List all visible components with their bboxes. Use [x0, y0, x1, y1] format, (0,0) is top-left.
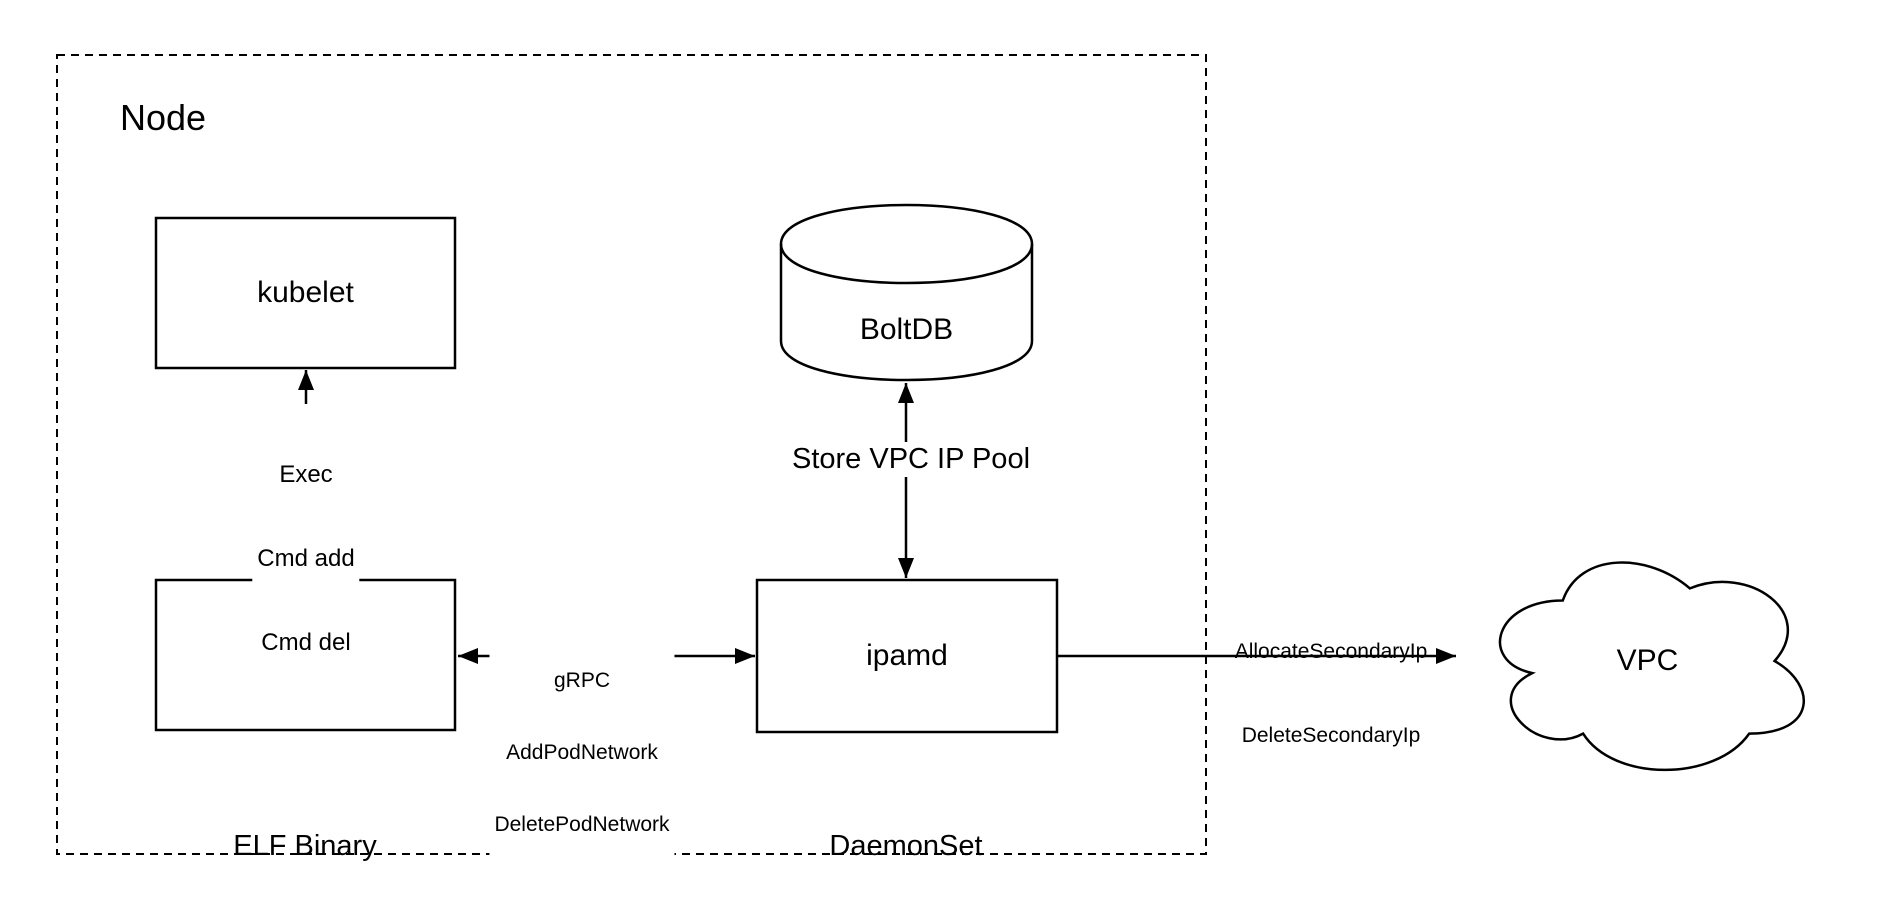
ipamd-box: [755, 578, 1059, 734]
edge-label-line: DeleteSecondaryIp: [1241, 724, 1421, 747]
edge-label-line: Cmd del: [261, 629, 351, 656]
kubelet-label: kubelet: [257, 276, 354, 309]
edge-label-line: gRPC: [553, 669, 611, 692]
edge-label-line: Exec: [279, 461, 333, 488]
kubelet-box: [154, 216, 457, 370]
cnivpc-sublabel: ELF Binary /opt/cni/bin/cnivpc: [190, 751, 421, 913]
boltdb-cylinder-lip: [779, 243, 1034, 285]
node-container-label: Node: [120, 97, 207, 138]
sublabel-line: ELF Binary: [233, 830, 377, 862]
vpc-cloud: [1498, 561, 1805, 771]
vpc-label: VPC: [1616, 644, 1679, 677]
cnivpc-ipamd-edge-label: gRPC AddPodNetwork DeletePodNetwork: [489, 620, 675, 886]
ipamd-label: ipamd: [866, 639, 948, 672]
edge-label-line: Cmd add: [257, 545, 355, 572]
sublabel-line: DaemonSet: [829, 830, 983, 862]
ipamd-vpc-edge-label: AllocateSecondaryIp DeleteSecondaryIp: [1230, 581, 1433, 807]
boltdb-label: BoltDB: [859, 313, 954, 346]
edge-label-line: DeletePodNetwork: [494, 813, 670, 836]
boltdb-cylinder: [779, 203, 1034, 382]
ipamd-boltdb-edge-label: Store VPC IP Pool: [786, 442, 1036, 477]
kubelet-cnivpc-edge-label: Exec Cmd add Cmd del: [252, 404, 360, 714]
edge-label-line: AddPodNetwork: [506, 741, 658, 764]
ipamd-sublabel: DaemonSet Serve on:/run/cni-vpc-ipamd.so…: [691, 751, 1121, 913]
edge-label-line: AllocateSecondaryIp: [1234, 640, 1428, 663]
